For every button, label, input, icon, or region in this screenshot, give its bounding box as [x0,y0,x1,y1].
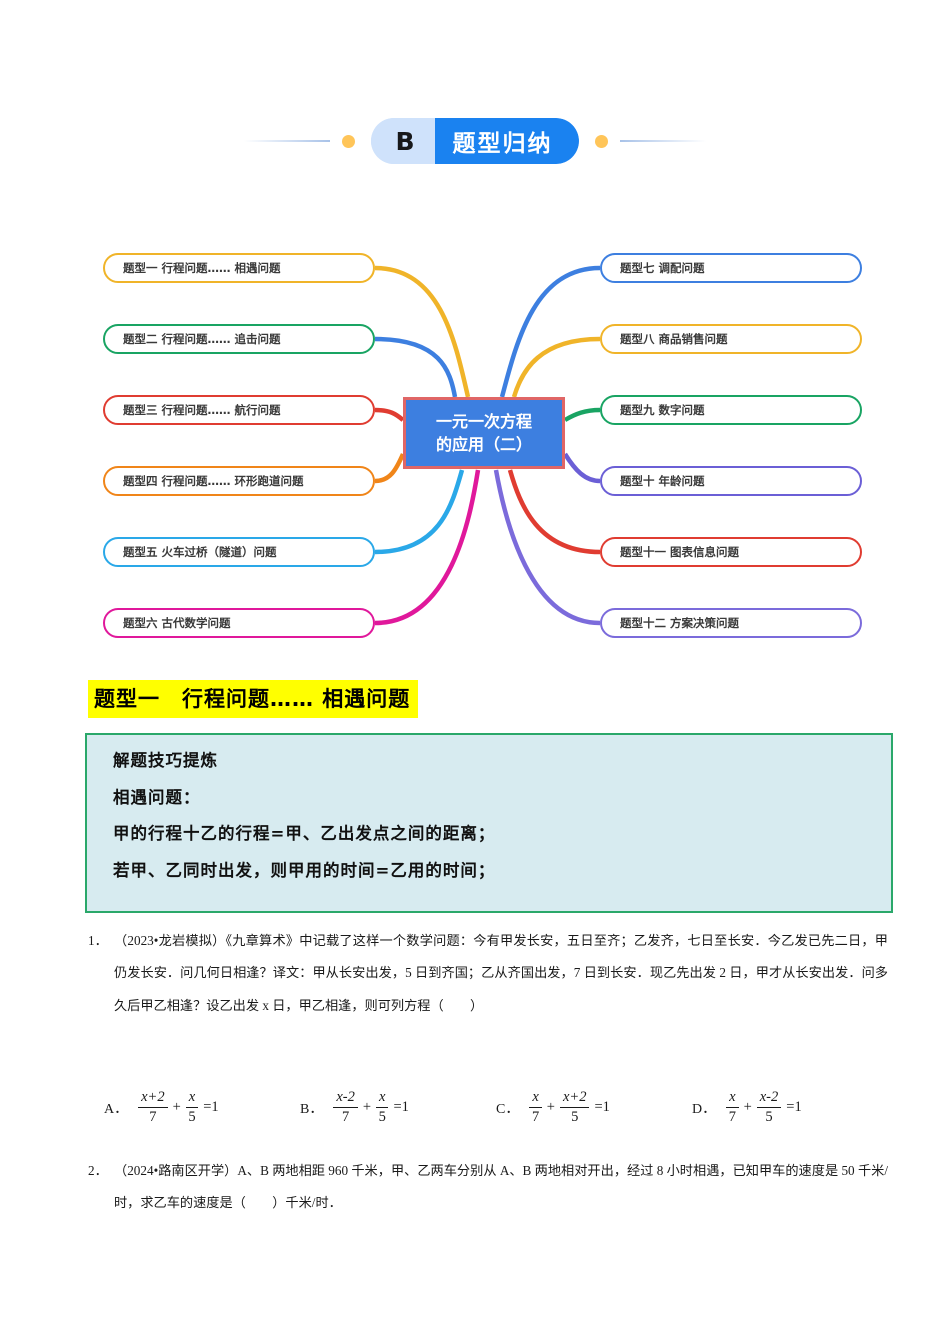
numerator: x [188,1089,196,1106]
option-b[interactable]: B． x-2 7 + x 5 =1 [300,1089,496,1126]
mindmap-node-1[interactable]: 题型一 行程问题…… 相遇问题 [103,253,375,283]
tip-line-3: 甲的行程十乙的行程=甲、乙出发点之间的距离； [113,824,496,843]
denominator: 7 [333,1107,358,1126]
option-a-fraction-1: x+2 7 [138,1089,168,1126]
option-a-label: A． [104,1101,129,1117]
header-badge: B 题型归纳 [371,118,579,164]
option-a[interactable]: A． x+2 7 + x 5 =1 [104,1089,300,1126]
denominator: 7 [138,1107,168,1126]
option-b-operator: + [362,1099,372,1116]
mindmap-node-7[interactable]: 题型七 调配问题 [600,253,862,283]
mindmap-node-label: 题型三 行程问题…… 航行问题 [123,403,281,417]
mindmap-node-10[interactable]: 题型十 年龄问题 [600,466,862,496]
mindmap-node-8[interactable]: 题型八 商品销售问题 [600,324,862,354]
numerator: x-2 [336,1089,355,1106]
option-c[interactable]: C． x 7 + x+2 5 =1 [496,1089,692,1126]
tip-box: 解题技巧提炼 相遇问题： 甲的行程十乙的行程=甲、乙出发点之间的距离； 若甲、乙… [85,733,893,913]
option-d-label: D． [692,1101,717,1117]
badge-title: 题型归纳 [434,118,579,164]
tip-line-2: 相遇问题： [113,787,201,807]
mindmap-node-label: 题型一 行程问题…… 相遇问题 [123,261,281,275]
option-c-label: C． [496,1101,520,1117]
header-rule-left [244,140,331,142]
badge-letter: B [371,118,435,164]
mindmap-node-label: 题型十二 方案决策问题 [620,616,740,630]
mindmap-node-6[interactable]: 题型六 古代数学问题 [103,608,375,638]
mindmap-node-label: 题型八 商品销售问题 [620,332,728,346]
denominator: 5 [559,1107,590,1126]
question-2-number: 2． [88,1163,108,1178]
mindmap-node-9[interactable]: 题型九 数字问题 [600,395,862,425]
option-d-fraction-2: x-2 5 [756,1089,782,1126]
question-1-number: 1． [88,933,108,948]
mindmap-node-12[interactable]: 题型十二 方案决策问题 [600,608,862,638]
mindmap-node-label: 题型五 火车过桥（隧道）问题 [123,545,277,559]
header-dot-right-icon [594,134,608,148]
denominator: 5 [756,1107,782,1126]
mindmap-center-line1: 一元一次方程 [435,411,532,431]
mindmap-node-2[interactable]: 题型二 行程问题…… 追击问题 [103,324,375,354]
option-c-operator: + [546,1099,555,1116]
denominator: 5 [185,1107,199,1126]
mindmap-node-3[interactable]: 题型三 行程问题…… 航行问题 [103,395,375,425]
option-b-fraction-1: x-2 7 [333,1089,358,1126]
option-a-fraction-2: x 5 [185,1089,199,1126]
question-1-text: （2023•龙岩模拟）《九章算术》中记载了这样一个数学问题：今有甲发长安，五日至… [114,933,888,1013]
option-d-operator: + [743,1099,752,1116]
option-c-rhs: =1 [594,1099,610,1116]
question-1-options: A． x+2 7 + x 5 =1 B． x-2 7 [104,1078,894,1138]
mindmap-node-5[interactable]: 题型五 火车过桥（隧道）问题 [103,537,375,567]
mindmap-node-label: 题型六 古代数学问题 [123,616,231,630]
mindmap-node-label: 题型十 年龄问题 [620,474,705,488]
numerator: x+2 [562,1089,587,1106]
option-a-rhs: =1 [203,1099,219,1116]
denominator: 5 [376,1107,389,1126]
denominator: 7 [529,1107,542,1126]
mindmap-center-line2: 的应用（二） [435,435,532,454]
option-b-label: B． [300,1101,324,1117]
mindmap-center-node[interactable]: 一元一次方程 的应用（二） [403,397,565,469]
section-heading: 题型一 行程问题…… 相遇问题 [88,680,419,718]
denominator: 7 [726,1107,739,1126]
mindmap-connectors [374,265,601,626]
section-header-band: B 题型归纳 [0,110,950,172]
mindmap-node-label: 题型七 调配问题 [620,261,705,275]
option-d[interactable]: D． x 7 + x-2 5 =1 [692,1089,805,1126]
option-a-operator: + [172,1099,181,1116]
numerator: x [379,1089,386,1106]
header-dot-left-icon [342,134,356,148]
mindmap-node-label: 题型四 行程问题…… 环形跑道问题 [123,474,304,488]
numerator: x [729,1089,736,1106]
mindmap-node-label: 题型二 行程问题…… 追击问题 [123,332,281,346]
mindmap-node-label: 题型九 数字问题 [620,403,705,417]
option-b-rhs: =1 [393,1099,409,1116]
question-2: 2． （2024•路南区开学）A、B 两地相距 960 千米，甲、乙两车分别从 … [88,1155,888,1220]
question-1: 1． （2023•龙岩模拟）《九章算术》中记载了这样一个数学问题：今有甲发长安，… [88,925,888,1022]
option-d-fraction-1: x 7 [726,1089,739,1126]
header-rule-right [619,140,706,142]
mindmap: 题型一 行程问题…… 相遇问题 题型二 行程问题…… 追击问题 题型三 行程问题… [0,230,950,660]
option-d-rhs: =1 [786,1099,802,1116]
mindmap-node-11[interactable]: 题型十一 图表信息问题 [600,537,862,567]
tip-line-4: 若甲、乙同时出发，则甲用的时间=乙用的时间； [113,860,496,880]
mindmap-node-label: 题型十一 图表信息问题 [620,545,740,559]
numerator: x [532,1089,539,1106]
option-c-fraction-1: x 7 [529,1089,542,1126]
mindmap-node-4[interactable]: 题型四 行程问题…… 环形跑道问题 [103,466,375,496]
numerator: x-2 [759,1089,779,1106]
question-2-text: （2024•路南区开学）A、B 两地相距 960 千米，甲、乙两车分别从 A、B… [114,1163,888,1211]
option-c-fraction-2: x+2 5 [559,1089,590,1126]
option-b-fraction-2: x 5 [376,1089,389,1126]
tip-line-1: 解题技巧提炼 [113,751,218,770]
numerator: x+2 [141,1089,165,1106]
